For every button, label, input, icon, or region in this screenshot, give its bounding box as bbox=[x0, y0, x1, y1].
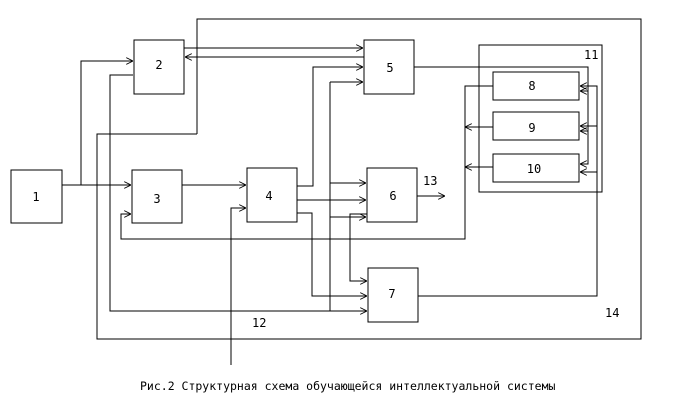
block-6-label: 6 bbox=[389, 189, 396, 203]
block-7 bbox=[367, 267, 419, 323]
block-10 bbox=[492, 153, 580, 183]
block-2 bbox=[133, 39, 185, 95]
block-8 bbox=[492, 71, 580, 101]
block-5-label: 5 bbox=[386, 61, 393, 75]
block-4 bbox=[246, 167, 298, 223]
label-14: 14 bbox=[605, 306, 619, 320]
figure-caption: Рис.2 Структурная схема обучающейся инте… bbox=[140, 379, 555, 393]
block-4-label: 4 bbox=[265, 189, 272, 203]
block-6 bbox=[366, 167, 418, 223]
block-8-label: 8 bbox=[528, 79, 535, 93]
block-9-label: 9 bbox=[528, 121, 535, 135]
label-12: 12 bbox=[252, 316, 266, 330]
block-7-label: 7 bbox=[388, 287, 395, 301]
group-frame-11 bbox=[478, 44, 603, 193]
block-1 bbox=[10, 169, 63, 224]
block-10-label: 10 bbox=[527, 162, 541, 176]
block-1-label: 1 bbox=[32, 190, 39, 204]
block-2-label: 2 bbox=[155, 58, 162, 72]
label-13: 13 bbox=[423, 174, 437, 188]
block-3-label: 3 bbox=[153, 192, 160, 206]
connections bbox=[62, 48, 598, 365]
outer-frame-14 bbox=[96, 18, 642, 340]
block-3 bbox=[131, 169, 183, 224]
block-9 bbox=[492, 111, 580, 141]
label-11: 11 bbox=[584, 48, 598, 62]
